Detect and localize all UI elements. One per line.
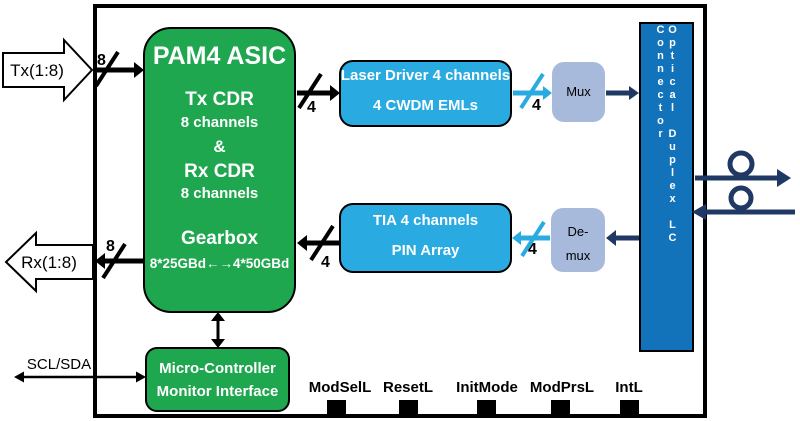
fiber-loop-icon: [727, 150, 755, 178]
tia-block: [339, 203, 512, 273]
pin-initmode: [477, 400, 496, 414]
mcu-line2: Monitor Interface: [156, 383, 279, 400]
asic-gearbox: Gearbox: [180, 228, 259, 249]
fiber-in-arrow: [692, 185, 795, 220]
tia-line2: PIN Array: [391, 242, 460, 259]
asic-rx-channels: 8 channels: [180, 185, 259, 202]
mux-to-connector-arrow: [606, 86, 639, 100]
demux-block: [551, 208, 605, 272]
rx-output-block-arrow: [4, 230, 94, 294]
mux-label: Mux: [566, 84, 591, 99]
tia-line1: TIA 4 channels: [372, 212, 479, 229]
demux-line2: mux: [565, 248, 591, 263]
optical-connector-label: Optical Duplex LC Connector: [654, 24, 679, 245]
laser-driver-line2: 4 CWDM EMLs: [373, 97, 478, 114]
bus-width-tia-asic: 4: [321, 254, 330, 271]
pin-label-modprsl: ModPrsL: [529, 379, 595, 396]
asic-mcu-bidir-arrow: [211, 312, 225, 348]
pin-label-initmode: InitMode: [456, 379, 518, 396]
demux-to-tia-arrow: [512, 220, 550, 258]
bus-slash-icon: [94, 50, 120, 88]
connector-to-demux-arrow: [606, 230, 639, 246]
mcu-line1: Micro-Controller: [159, 360, 276, 377]
bus-width-laser-mux: 4: [532, 97, 541, 114]
mux-block: [552, 62, 605, 122]
pam4-asic-block: [143, 27, 296, 313]
asic-rx-cdr: Rx CDR: [184, 161, 255, 182]
mcu-block: [145, 347, 290, 412]
pin-intl: [620, 400, 639, 414]
asic-ampersand: &: [213, 137, 226, 156]
tia-to-asic-arrow: [297, 224, 340, 262]
demux-line1: De-: [567, 224, 589, 239]
asic-to-rx-arrow: [95, 242, 143, 280]
laser-driver-line1: Laser Driver 4 channels: [340, 67, 511, 84]
asic-to-laser-arrow: [297, 72, 340, 110]
pin-label-modsell: ModSelL: [308, 379, 372, 396]
scl-sda-bidir-arrow: [14, 371, 146, 383]
optical-connector-block: Optical Duplex LC Connector: [639, 22, 694, 352]
rx-output-label: Rx(1:8): [21, 253, 77, 272]
asic-tx-channels: 8 channels: [180, 114, 259, 131]
pin-label-resetl: ResetL: [382, 379, 434, 396]
asic-tx-cdr: Tx CDR: [185, 89, 254, 110]
bus-width-host-tx: 8: [97, 52, 106, 69]
bus-slash-icon: [297, 72, 323, 110]
host-to-asic-arrow: [94, 50, 144, 88]
laser-driver-block: [339, 60, 512, 127]
scl-sda-label: SCL/SDA: [26, 356, 92, 373]
asic-title: PAM4 ASIC: [152, 42, 287, 70]
bus-width-asic-tx: 4: [307, 99, 316, 116]
bus-width-host-rx: 8: [106, 238, 115, 255]
asic-gearbox-detail: 8*25GBd←→4*50GBd: [149, 256, 290, 271]
pin-modprsl: [551, 400, 570, 414]
bus-width-demux-tia: 4: [528, 241, 537, 258]
fiber-out-arrow: [695, 150, 791, 187]
pin-modsell: [327, 400, 346, 414]
bus-slash-icon: [101, 242, 127, 280]
fiber-loop-icon: [728, 185, 754, 211]
bus-slash-icon: [519, 72, 545, 110]
tx-input-block-arrow: [2, 37, 94, 103]
pin-resetl: [399, 400, 418, 414]
laser-to-mux-arrow: [513, 72, 552, 110]
bus-slash-icon: [520, 220, 546, 258]
pin-label-intl: IntL: [615, 379, 643, 396]
bus-slash-icon: [309, 224, 335, 262]
tx-input-label: Tx(1:8): [10, 61, 64, 80]
